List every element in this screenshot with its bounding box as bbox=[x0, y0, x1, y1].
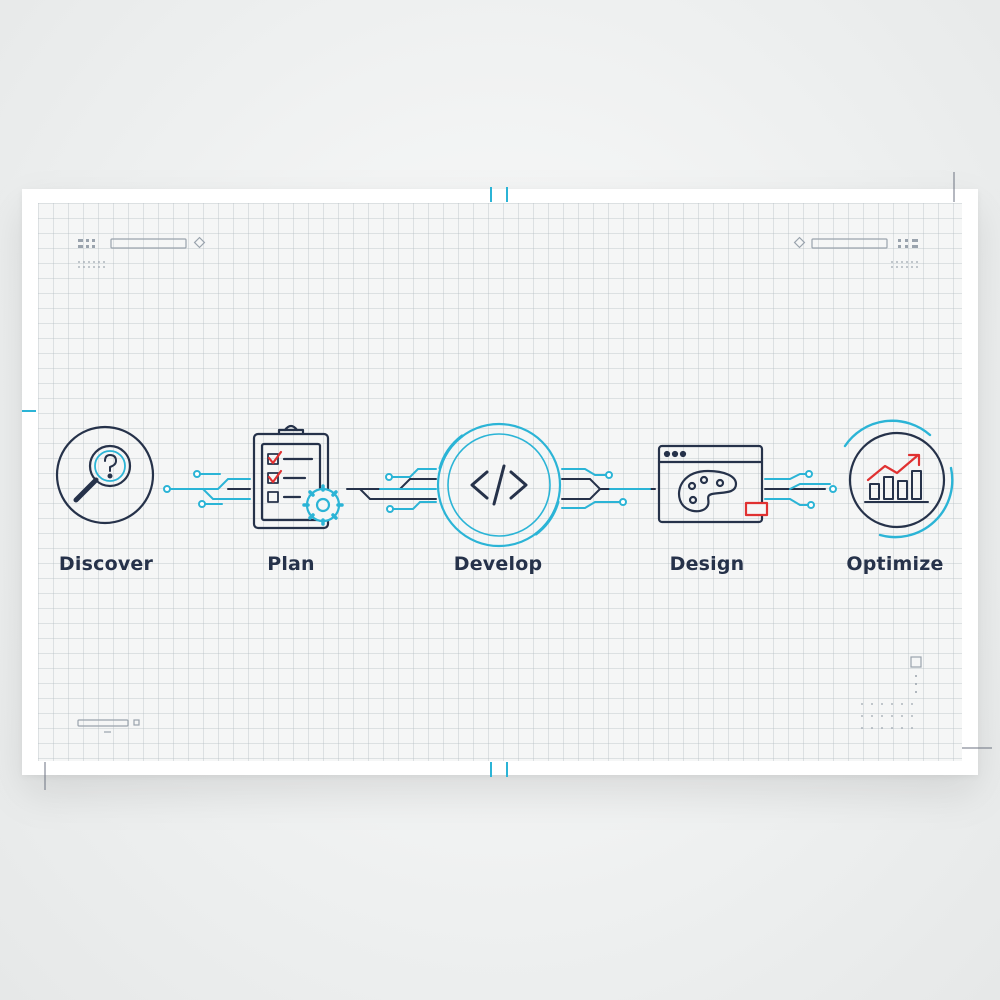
magnifier-question-icon bbox=[55, 425, 155, 525]
connector-design-optimize bbox=[764, 470, 837, 509]
step-label-design: Design bbox=[669, 553, 745, 575]
step-label-discover: Discover bbox=[58, 553, 154, 575]
decor-top-left bbox=[78, 236, 206, 268]
step-label-develop: Develop bbox=[453, 553, 543, 575]
decor-bottom-left bbox=[77, 719, 140, 733]
connector-develop-design bbox=[561, 468, 656, 509]
step-label-optimize: Optimize bbox=[846, 553, 944, 575]
bar-chart-growth-icon bbox=[843, 419, 954, 539]
decor-top-right bbox=[793, 236, 918, 268]
corner-lines bbox=[44, 172, 992, 790]
step-label-plan: Plan bbox=[267, 553, 315, 575]
connector-discover-plan bbox=[163, 470, 251, 508]
clipboard-checklist-gear-icon bbox=[252, 424, 344, 530]
registration-marks bbox=[22, 187, 508, 777]
browser-palette-icon bbox=[657, 444, 769, 524]
decor-bottom-right bbox=[861, 656, 922, 729]
code-brackets-icon bbox=[436, 422, 562, 548]
connector-plan-develop bbox=[346, 468, 437, 513]
